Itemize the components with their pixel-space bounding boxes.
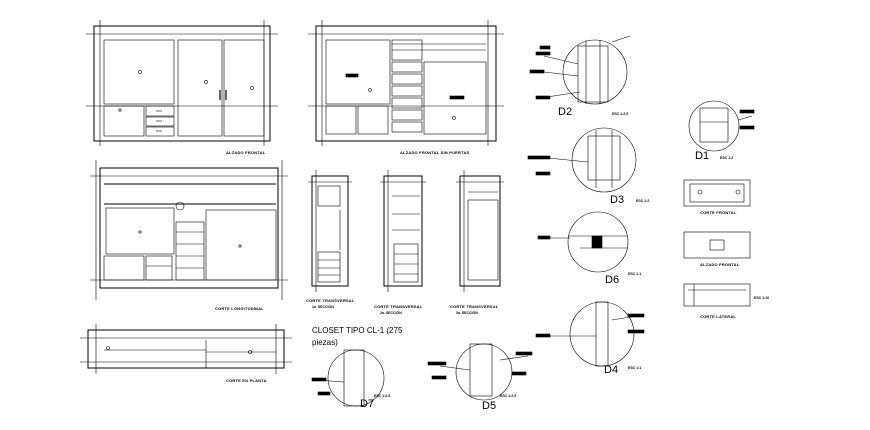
caption-corte-transversal-2: CORTE TRANSVERSAL (374, 304, 423, 309)
caption-alzado-sin-puertas: ALZADO FRONTAL SIN PUERTAS (400, 150, 470, 155)
scale-d7: ESC 1:2.5 (374, 394, 391, 398)
scale-d2: ESC 1:2.5 (612, 112, 629, 116)
alzado-sin-puertas-drawing (308, 20, 504, 146)
scale-d4: ESC 1:1 (628, 366, 642, 370)
caption-detail-alzado-frontal: ALZADO FRONTAL (700, 262, 740, 267)
drawing-title-line1: CLOSET TIPO CL-1 (275 (312, 326, 403, 335)
corte-en-planta-drawing (80, 324, 292, 374)
caption-corte-longitudinal: CORTE LONGITUDINAL (215, 306, 264, 311)
corte-longitudinal-drawing (90, 160, 288, 300)
corte-frontal-detail-drawing (683, 179, 751, 207)
scale-d6: ESC 1:1 (628, 272, 642, 276)
alzado-frontal-detail-drawing (683, 231, 751, 259)
cortes-transversales-drawing (308, 170, 504, 292)
caption-corte-transversal-1: CORTE TRANSVERSAL (306, 298, 355, 303)
caption-corte-transversal-3: CORTE TRANSVERSAL (450, 304, 499, 309)
detail-d3-drawing (527, 127, 637, 193)
detail-d2-drawing (529, 35, 631, 105)
detail-label-d1: D1 (695, 150, 710, 162)
caption-seccion-3: 3a. SECCIÓN (456, 311, 478, 315)
detail-d5-drawing (427, 343, 533, 401)
alzado-frontal-drawing (86, 20, 278, 146)
caption-detail-corte-frontal: CORTE FRONTAL (700, 210, 737, 215)
drawing-title-line2: piezas) (312, 338, 338, 347)
detail-label-d6: D6 (605, 274, 620, 286)
caption-detail-corte-lateral: CORTE LATERAL (700, 314, 737, 319)
scale-d1: ESC 1:2 (720, 156, 734, 160)
detail-d4-drawing (535, 301, 645, 367)
detail-label-d5: D5 (482, 400, 497, 412)
caption-corte-en-planta: CORTE EN PLANTA (226, 378, 267, 383)
detail-label-d3: D3 (610, 194, 625, 206)
corte-lateral-detail-drawing (683, 283, 751, 307)
detail-label-d4: D4 (604, 364, 619, 376)
detail-label-d7: D7 (360, 398, 375, 410)
scale-d3: ESC 1:2 (636, 199, 650, 203)
caption-seccion-2: 2a. SECCIÓN (380, 311, 402, 315)
caption-alzado-frontal: ALZADO FRONTAL (226, 150, 266, 155)
scale-d5: ESC 1:2.5 (500, 394, 517, 398)
detail-d1-drawing (688, 100, 755, 152)
scale-lateral: ESC 1:10 (754, 296, 770, 300)
detail-d7-drawing (311, 349, 385, 407)
caption-seccion-1: 1a. SECCIÓN (312, 305, 334, 309)
detail-label-d2: D2 (558, 106, 573, 118)
detail-d6-drawing (537, 211, 629, 273)
